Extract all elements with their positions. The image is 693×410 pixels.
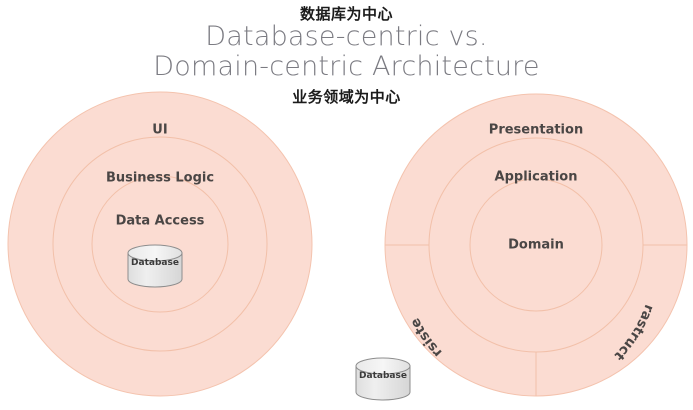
right-ring-domain [469, 178, 603, 312]
annotation-database-centric: 数据库为中心 [299, 5, 393, 23]
cylinder-top [127, 244, 183, 262]
left-circle-group [7, 91, 313, 397]
cylinder-body [127, 252, 183, 288]
cylinder-body [355, 365, 411, 401]
database-cylinder-bottom [355, 357, 411, 401]
left-ring-data-access [91, 175, 229, 313]
database-cylinder-left [127, 244, 183, 288]
annotation-domain-centric: 业务领域为中心 [292, 88, 401, 106]
right-circle-group [384, 93, 688, 397]
cylinder-top [355, 357, 411, 375]
